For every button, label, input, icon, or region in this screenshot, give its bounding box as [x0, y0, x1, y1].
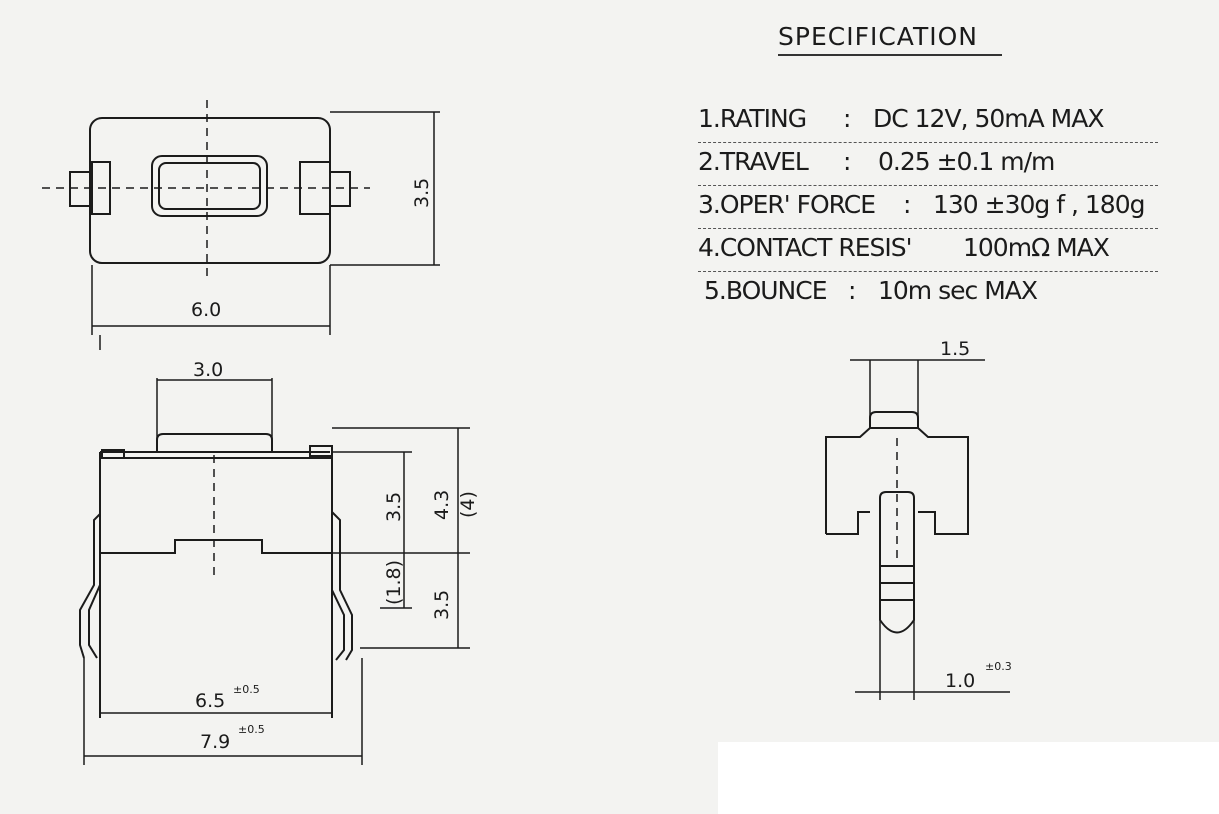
side-view-upper-height-label: 3.5 — [383, 492, 405, 522]
spec-item-value: 130 ±30g f , 180g — [933, 190, 1145, 219]
spec-item-contact-resis: 4.CONTACT RESIS' 100mΩ MAX — [698, 229, 1158, 272]
spec-item-oper-force: 3.OPER' FORCE : 130 ±30g f , 180g — [698, 186, 1158, 229]
top-view-width-label: 6.0 — [191, 299, 221, 321]
spec-item-label: 1.RATING — [698, 104, 807, 133]
side-view-lower-height-label: 3.5 — [431, 590, 453, 620]
spec-item-separator: : — [843, 104, 852, 133]
top-view-height-label: 3.5 — [411, 178, 433, 208]
spec-item-label: 4.CONTACT RESIS' — [698, 233, 913, 262]
top-view-actuator-inner — [158, 162, 261, 210]
specification-list: 1.RATING : DC 12V, 50mA MAX 2.TRAVEL : 0… — [698, 100, 1218, 314]
spec-item-label: 3.OPER' FORCE — [698, 190, 876, 219]
side-view-total-note-label: (4) — [457, 491, 479, 518]
side-view-actuator — [156, 433, 273, 452]
side-view-lead-right — [331, 511, 353, 661]
top-view — [42, 100, 440, 350]
side-view-inner-width-label: 6.5 — [195, 690, 225, 712]
spec-item-label: 5.BOUNCE — [704, 276, 827, 305]
spec-item-label: 2.TRAVEL — [698, 147, 809, 176]
side-view-outer-width-label: 7.9 — [200, 731, 230, 753]
side-view-inner-width-tol: ±0.5 — [233, 683, 260, 696]
top-view-pin-left — [69, 171, 93, 207]
spec-item-rating: 1.RATING : DC 12V, 50mA MAX — [698, 100, 1158, 143]
spec-item-bounce: 5.BOUNCE : 10m sec MAX — [698, 272, 1218, 314]
spec-item-value: 10m sec MAX — [878, 276, 1038, 305]
side-view-tab-right — [309, 445, 333, 457]
detail-bottom-dim-tol: ±0.3 — [985, 660, 1012, 673]
side-view — [79, 378, 470, 765]
side-view-mid-height-label: (1.8) — [383, 560, 405, 605]
spec-item-value: DC 12V, 50mA MAX — [873, 104, 1104, 133]
side-view-outer-width-tol: ±0.5 — [238, 723, 265, 736]
detail-plunger — [879, 491, 915, 634]
top-view-body — [89, 117, 331, 264]
spec-item-value: 0.25 ±0.1 m/m — [878, 147, 1055, 176]
side-view-actuator-width-label: 3.0 — [193, 359, 223, 381]
detail-bottom-dim-label: 1.0 — [945, 670, 975, 692]
top-view-pin-right — [329, 171, 351, 207]
spec-item-value: 100mΩ MAX — [963, 233, 1110, 262]
specification-title: SPECIFICATION — [778, 22, 1002, 56]
spec-item-separator: : — [843, 147, 852, 176]
paper-edge — [718, 742, 1219, 814]
spec-item-travel: 2.TRAVEL : 0.25 ±0.1 m/m — [698, 143, 1158, 186]
detail-top-dim-label: 1.5 — [940, 338, 970, 360]
side-view-midline — [100, 539, 332, 554]
detail-view — [825, 359, 1010, 700]
side-view-lead-left — [79, 513, 101, 659]
spec-item-separator: : — [848, 276, 857, 305]
top-view-actuator-outer — [151, 155, 268, 217]
side-view-total-height-label: 4.3 — [431, 490, 453, 520]
detail-housing — [825, 427, 969, 535]
spec-item-separator: : — [903, 190, 912, 219]
